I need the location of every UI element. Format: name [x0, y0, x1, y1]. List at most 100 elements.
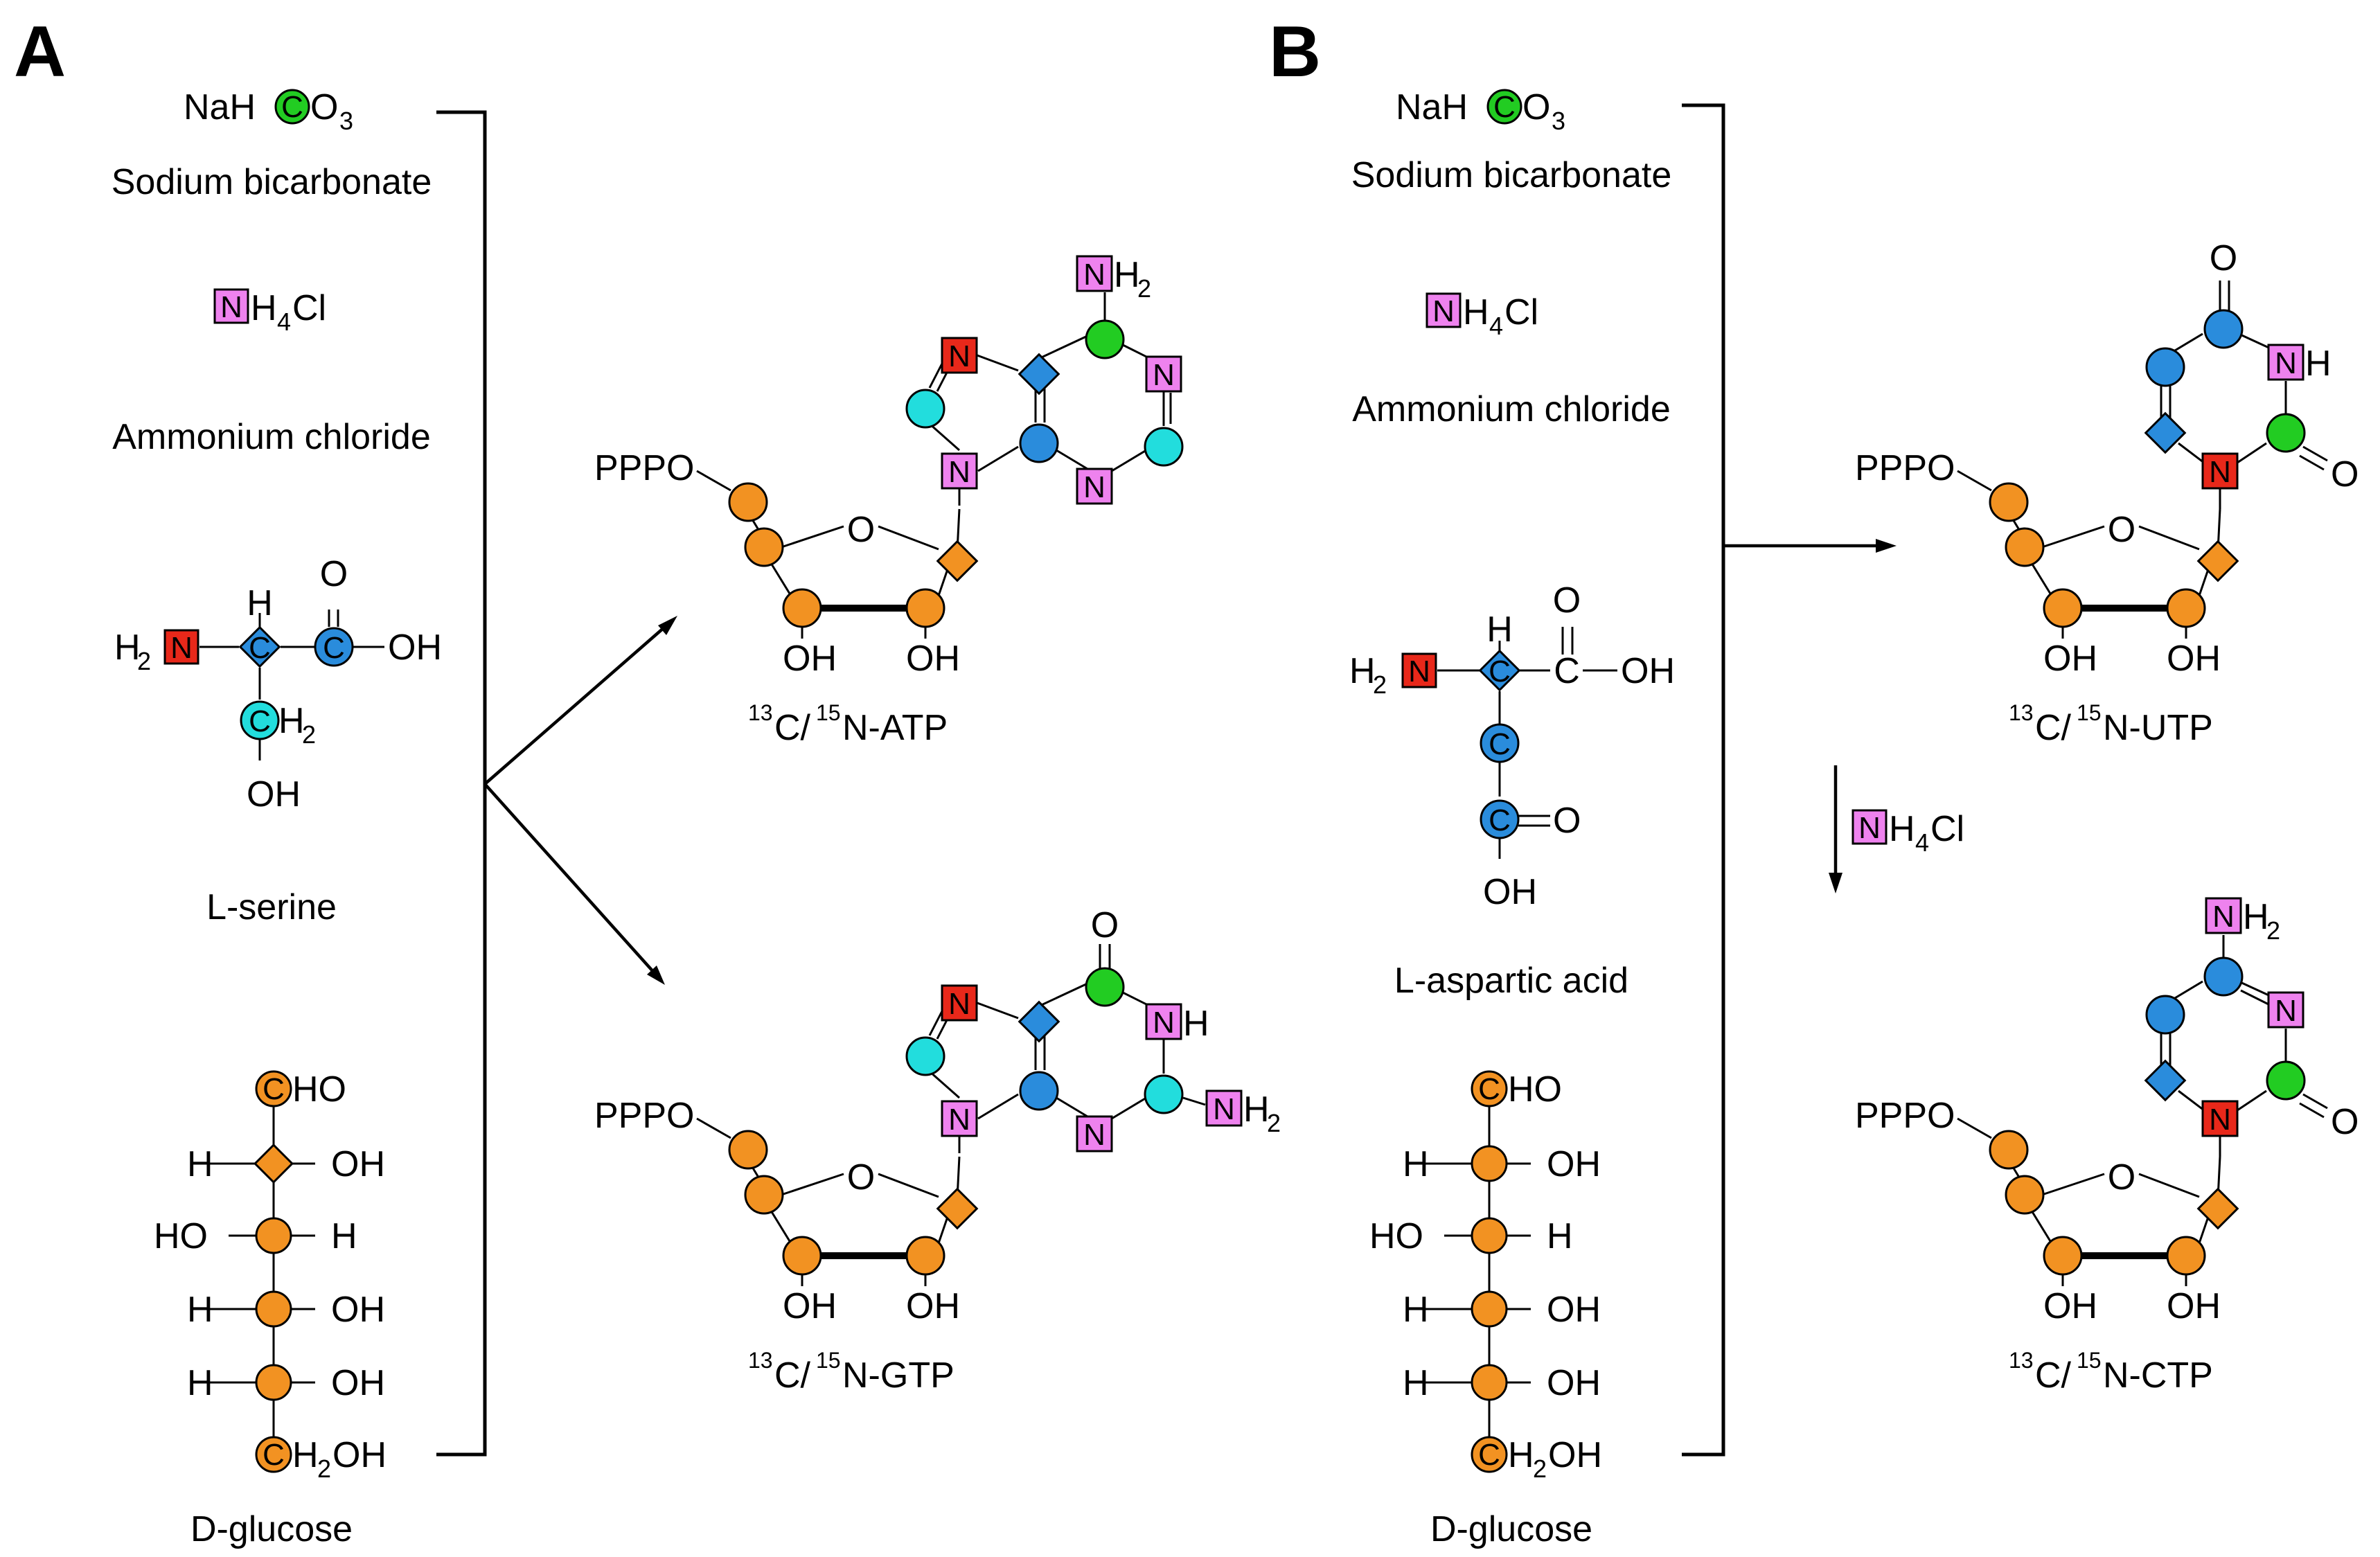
carbon-green-circle: [2266, 413, 2306, 453]
sup-13: 13: [748, 700, 773, 725]
l-serine-structure: H 2 N C H C O OH C H 2 OH L-serine: [114, 554, 442, 927]
l-aspartic-acid-structure: H 2 N C H C O OH C C O OH L-aspartic aci…: [1349, 580, 1675, 1001]
utp-label: N-UTP: [2103, 708, 2213, 748]
sup-15: 15: [2077, 1348, 2102, 1373]
atom-n: N: [1153, 358, 1175, 392]
sub-2: 2: [1373, 670, 1387, 699]
carboxyl-oh: OH: [1621, 651, 1675, 691]
carbon-green-circle: [2266, 1060, 2306, 1101]
d-glucose-structure-b: C HO H OH HO H H OH H OH C H 2 OH D-gluc…: [1369, 1069, 1602, 1549]
nitrogen-red-square: [163, 629, 199, 665]
oh: OH: [783, 639, 837, 679]
nitrogen-pink-square: [2205, 897, 2242, 934]
nitrogen-pink-square: [2267, 344, 2304, 381]
carboxyl-o: O: [1553, 580, 1581, 621]
utp-structure: PPPO O OH OH N O: [1855, 238, 2359, 748]
glucose-h: H: [187, 1144, 213, 1184]
atom-c: C: [1489, 655, 1511, 688]
bicarb-name: Sodium bicarbonate: [112, 162, 432, 202]
carbon-orange-circle: [2166, 1236, 2206, 1276]
sup-13: 13: [2009, 1348, 2034, 1373]
carbon-orange-diamond: [2196, 540, 2239, 582]
serine-h2n-h: H: [114, 628, 141, 668]
carbon-orange-circle: [255, 1290, 292, 1328]
sup-15: 15: [2077, 700, 2102, 725]
carbon-cyan-circle: [1144, 1074, 1184, 1114]
sodium-bicarbonate-a: NaH C O 3 Sodium bicarbonate: [112, 87, 432, 202]
carbon-orange-circle: [782, 1236, 822, 1276]
carbon-orange-diamond: [254, 1144, 294, 1184]
pppo: PPPO: [594, 448, 695, 488]
atom-n: N: [948, 1103, 970, 1137]
atom-c: C: [1478, 1438, 1500, 1472]
atom-n: N: [1153, 1006, 1175, 1040]
carbon-green-circle: [1085, 967, 1125, 1007]
d-glucose-structure-a: C HO H OH HO H H OH H OH C H 2 OH D-gluc…: [154, 1069, 387, 1549]
glucose-oh: OH: [331, 1290, 385, 1330]
bicarb-sub-3: 3: [1552, 107, 1565, 135]
ammonium-h: H: [1463, 292, 1489, 332]
sup-13: 13: [2009, 700, 2034, 725]
carbon-orange-circle: [255, 1364, 292, 1401]
panel-label-b: B: [1269, 12, 1321, 92]
nitrogen-red-square: [941, 337, 978, 374]
carbon-orange-circle: [2166, 588, 2206, 628]
serine-ch2-h: H: [278, 701, 305, 741]
atom-n: N: [2212, 900, 2235, 934]
aspartic-name: L-aspartic acid: [1394, 961, 1628, 1001]
atom-c: C: [323, 631, 345, 665]
carbon-blue-circle: [2145, 347, 2185, 387]
nitrogen-pink-square: [2267, 991, 2304, 1029]
carbon-cyan-circle: [1144, 427, 1184, 467]
carbon-blue-diamond: [2144, 1059, 2187, 1102]
ammonium-sub-4: 4: [1489, 312, 1503, 340]
carbon-orange-circle: [1471, 1145, 1508, 1182]
carbon-orange-circle: [255, 1217, 292, 1254]
glucose-ho: HO: [154, 1216, 208, 1256]
arrow-utp-to-ctp: N H 4 Cl: [1829, 765, 1964, 893]
oh: OH: [906, 639, 960, 679]
atom-c: C: [1489, 803, 1511, 837]
glucose-name: D-glucose: [1430, 1509, 1592, 1549]
serine-carbonyl-o: O: [320, 554, 348, 594]
sub-2: 2: [1137, 274, 1151, 303]
oh: OH: [2167, 639, 2221, 679]
gtp-label: N-GTP: [842, 1355, 954, 1396]
ring-o: O: [847, 1157, 875, 1198]
nitrogen-pink-square: [1076, 255, 1113, 292]
nitrogen-red-square: [2201, 452, 2239, 490]
nh2-h: H: [1114, 255, 1140, 295]
ammonium-h: H: [251, 288, 277, 328]
atom-c: C: [1478, 1072, 1500, 1106]
nh-h: H: [1183, 1004, 1209, 1044]
side-carbonyl-o: O: [1553, 801, 1581, 841]
nh-h: H: [2305, 344, 2332, 384]
atom-c: C: [1493, 90, 1516, 124]
panel-label-a: A: [14, 12, 66, 92]
pppo: PPPO: [594, 1096, 695, 1136]
glucose-oh: OH: [331, 1144, 385, 1184]
glucose-h: H: [331, 1216, 357, 1256]
bicarb-name: Sodium bicarbonate: [1351, 155, 1672, 195]
carbon-blue-circle: [2203, 957, 2244, 997]
gtp-structure: PPPO O OH OH N: [594, 905, 1281, 1396]
nitrogen-pink-square: [1426, 292, 1462, 328]
atom-n: N: [2275, 346, 2297, 380]
ammonium-chloride-b: N H 4 Cl Ammonium chloride: [1352, 292, 1671, 429]
c2-o: O: [2331, 454, 2359, 495]
carbon-blue-circle: [1019, 1071, 1059, 1111]
glucose-name: D-glucose: [190, 1509, 353, 1549]
atom-c: C: [249, 631, 271, 665]
atom-n: N: [1432, 294, 1455, 328]
glucose-h: H: [1403, 1363, 1429, 1403]
label-prefix: C/: [774, 1355, 811, 1396]
bracket-a: [436, 110, 487, 1457]
serine-name: L-serine: [206, 887, 337, 927]
nitrogen-pink-square: [213, 288, 249, 324]
serine-oh: OH: [388, 628, 442, 668]
nitrogen-pink-square: [941, 452, 978, 490]
carbon-orange-circle: [905, 588, 945, 628]
carbon-green-circle: [274, 89, 310, 125]
carbon-cyan-circle: [240, 700, 280, 740]
